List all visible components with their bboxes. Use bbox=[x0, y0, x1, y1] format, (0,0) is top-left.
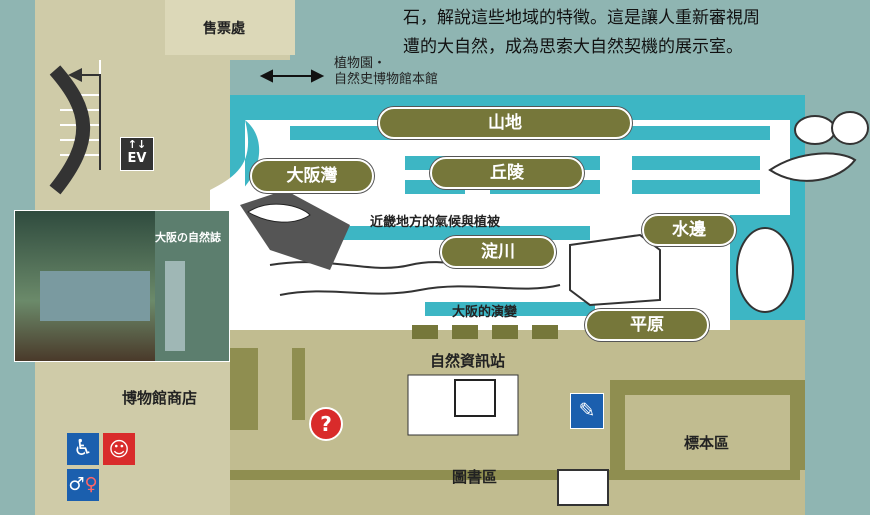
wheelchair-icon[interactable]: ♿ bbox=[67, 433, 99, 465]
help-icon[interactable]: ? bbox=[309, 407, 343, 441]
teal-bar-right-a bbox=[632, 156, 760, 170]
photo-pillar bbox=[165, 261, 185, 351]
waterside-cube bbox=[569, 233, 661, 307]
olive-block-1 bbox=[412, 325, 438, 339]
river-line-2 bbox=[279, 284, 561, 296]
zone-yodo-river[interactable]: 淀川 bbox=[440, 236, 556, 268]
zone-plain[interactable]: 平原 bbox=[585, 309, 709, 341]
book-stack bbox=[557, 469, 609, 506]
specimen-wall bbox=[610, 380, 805, 470]
pine-cone bbox=[736, 227, 794, 313]
header-line-2: 遭的大自然，成為思索大自然契機的展示室。 bbox=[403, 37, 743, 57]
lower-wall-line bbox=[230, 470, 800, 480]
baby-care-icon[interactable]: ☺ bbox=[103, 433, 135, 465]
exhibit-photo: 大阪の自然誌 bbox=[14, 210, 230, 362]
acorn-1 bbox=[794, 115, 836, 145]
olive-block-3 bbox=[492, 325, 518, 339]
zone-waterside[interactable]: 水邊 bbox=[642, 214, 736, 246]
library-icon[interactable]: ✎ bbox=[570, 393, 604, 429]
teal-bar-right-b bbox=[632, 180, 760, 194]
kinki-climate-label: 近畿地方的氣候與植被 bbox=[370, 215, 501, 230]
ticket-office-label: 售票處 bbox=[203, 21, 245, 37]
zone-hills[interactable]: 丘陵 bbox=[430, 157, 584, 189]
library-label: 圖書區 bbox=[452, 468, 498, 486]
left-wall-lower bbox=[230, 348, 258, 430]
teal-bar-osaka bbox=[425, 302, 595, 316]
chair-l1 bbox=[292, 348, 305, 420]
zone-osaka-bay[interactable]: 大阪灣 bbox=[250, 159, 374, 193]
stair-arrow-head bbox=[68, 68, 82, 82]
botanical-garden-label: 植物園・ 自然史博物館本館 bbox=[334, 56, 439, 87]
specimen-area-label: 標本區 bbox=[684, 434, 730, 452]
header-line-1: 石，解說這些地域的特徵。這是讓人重新審視周 bbox=[403, 8, 760, 28]
stair-arc bbox=[49, 65, 91, 195]
zone-mountain[interactable]: 山地 bbox=[378, 107, 632, 139]
header-description: 石，解說這些地域的特徵。這是讓人重新審視周 遭的大自然，成為思索大自然契機的展示… bbox=[403, 4, 863, 62]
leaf bbox=[768, 152, 857, 182]
olive-block-2 bbox=[452, 325, 478, 339]
museum-shop-label: 博物館商店 bbox=[122, 389, 198, 407]
ticket-area bbox=[165, 0, 295, 55]
botanical-route-arrow bbox=[259, 69, 325, 83]
osaka-change-label: 大阪的演變 bbox=[452, 305, 518, 320]
computer-screen bbox=[454, 379, 496, 417]
info-station-label: 自然資訊站 bbox=[430, 352, 506, 370]
restroom-icon[interactable]: ♂♀ bbox=[67, 469, 99, 501]
stair-arrow bbox=[80, 74, 101, 170]
photo-showcase bbox=[40, 271, 150, 321]
photo-sign: 大阪の自然誌 bbox=[155, 231, 221, 244]
elevator-icon[interactable]: ↑↓ EV bbox=[120, 137, 154, 171]
acorn-2 bbox=[831, 111, 869, 145]
bay-fish bbox=[247, 203, 311, 223]
olive-block-4 bbox=[532, 325, 558, 339]
